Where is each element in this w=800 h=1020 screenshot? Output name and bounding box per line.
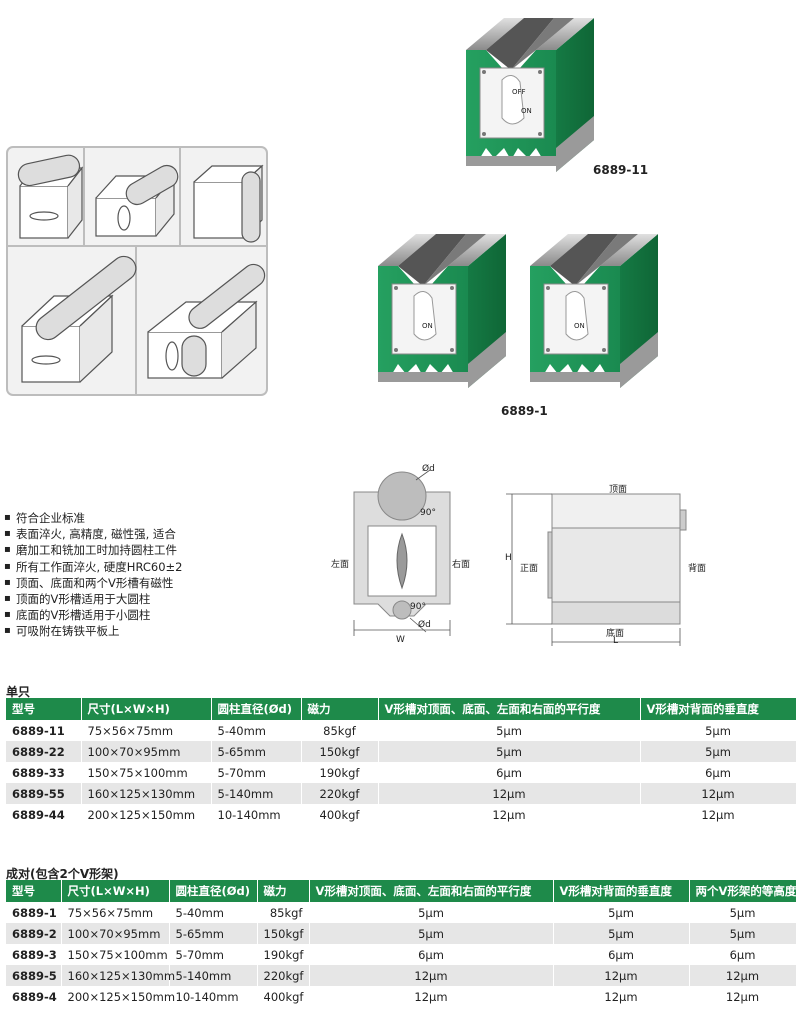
col-size: 尺寸(L×W×H): [61, 880, 170, 902]
angle-top-label: 90°: [420, 508, 436, 518]
feature-item: 表面淬火, 高精度, 磁性强, 适合: [4, 526, 244, 542]
front-face-label: 正面: [520, 564, 539, 574]
product-illustrations: [377, 17, 659, 389]
pair-table-title: 成对(包含2个V形架): [6, 867, 119, 881]
diameter-top-label: Ød: [422, 464, 435, 474]
length-dimension-label: L: [613, 636, 619, 646]
product-label-6889-1: 6889-1: [501, 404, 548, 418]
bottom-face-label: 底面: [606, 629, 625, 639]
feature-item: 顶面、底面和两个V形槽有磁性: [4, 575, 244, 591]
back-face-label: 背面: [688, 564, 707, 574]
switch-on-label: ON: [521, 107, 532, 115]
col-model: 型号: [6, 880, 62, 902]
product-label-6889-11: 6889-11: [593, 163, 649, 177]
height-dimension-label: H: [505, 553, 512, 563]
col-perpendicularity: V形槽对背面的垂直度: [553, 880, 690, 902]
col-parallelism: V形槽对顶面、底面、左面和右面的平行度: [378, 698, 641, 720]
pair-spec-table: 型号 尺寸(L×W×H) 圆柱直径(Ød) 磁力 V形槽对顶面、底面、左面和右面…: [6, 880, 797, 1007]
feature-item: 底面的V形槽适用于小圆柱: [4, 607, 244, 623]
usage-illustrations: [6, 146, 268, 396]
single-table-title: 单只: [6, 685, 31, 699]
switch-on-label: ON: [422, 322, 433, 330]
diagram-left-label: 左面: [331, 560, 350, 570]
single-spec-table: 型号 尺寸(L×W×H) 圆柱直径(Ød) 磁力 V形槽对顶面、底面、左面和右面…: [6, 698, 797, 825]
top-face-label: 顶面: [609, 485, 628, 495]
diagram-right-label: 右面: [452, 560, 471, 570]
col-magnetic-force: 磁力: [301, 698, 379, 720]
col-model: 型号: [6, 698, 82, 720]
col-perpendicularity: V形槽对背面的垂直度: [640, 698, 797, 720]
table-header-row: 型号 尺寸(L×W×H) 圆柱直径(Ød) 磁力 V形槽对顶面、底面、左面和右面…: [6, 880, 797, 902]
feature-list: 符合企业标准 表面淬火, 高精度, 磁性强, 适合 磨加工和铣加工时加持圆柱工件…: [4, 510, 244, 640]
side-view-diagram: [506, 493, 687, 646]
switch-on-label: ON: [574, 322, 585, 330]
col-parallelism: V形槽对顶面、底面、左面和右面的平行度: [309, 880, 554, 902]
feature-item: 所有工作面淬火, 硬度HRC60±2: [4, 559, 244, 575]
col-size: 尺寸(L×W×H): [81, 698, 212, 720]
switch-off-label: OFF: [512, 88, 526, 96]
col-diameter: 圆柱直径(Ød): [211, 698, 302, 720]
feature-item: 符合企业标准: [4, 510, 244, 526]
col-magnetic-force: 磁力: [257, 880, 310, 902]
feature-item: 可吸附在铸铁平板上: [4, 623, 244, 639]
diameter-bottom-label: Ød: [418, 620, 431, 630]
col-equal-height: 两个V形架的等高度: [689, 880, 797, 902]
feature-item: 磨加工和铣加工时加持圆柱工件: [4, 542, 244, 558]
feature-item: 顶面的V形槽适用于大圆柱: [4, 591, 244, 607]
width-dimension-label: W: [396, 635, 405, 645]
front-view-diagram: [353, 469, 451, 636]
table-header-row: 型号 尺寸(L×W×H) 圆柱直径(Ød) 磁力 V形槽对顶面、底面、左面和右面…: [6, 698, 797, 720]
angle-bottom-label: 90°: [410, 602, 426, 612]
col-diameter: 圆柱直径(Ød): [169, 880, 258, 902]
